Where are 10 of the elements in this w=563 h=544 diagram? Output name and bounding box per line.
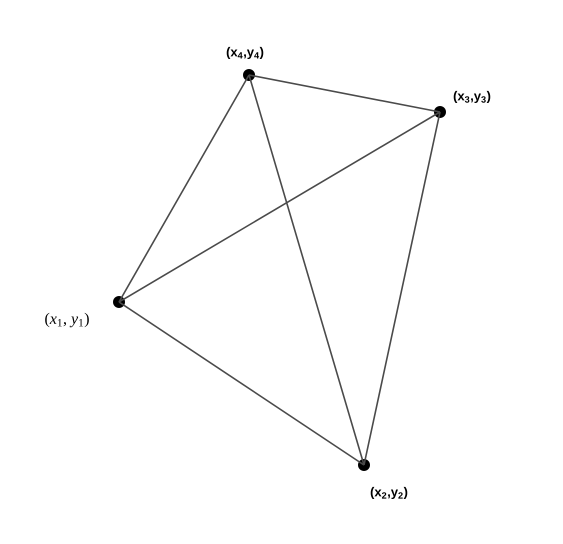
line: [118, 74, 250, 302]
point-label: (x$_{4}$,y$_{4}$): [226, 46, 264, 60]
line: [248, 74, 440, 113]
line: [118, 111, 440, 303]
line: [363, 112, 441, 466]
line: [248, 74, 365, 466]
point-label: (x$_{3}$,y$_{3}$): [454, 90, 490, 104]
point-label: (x$_{2}$,y$_{2}$): [370, 486, 408, 500]
point-label: (x$_{1}$, y$_{1}$): [45, 312, 89, 328]
line: [118, 301, 364, 466]
